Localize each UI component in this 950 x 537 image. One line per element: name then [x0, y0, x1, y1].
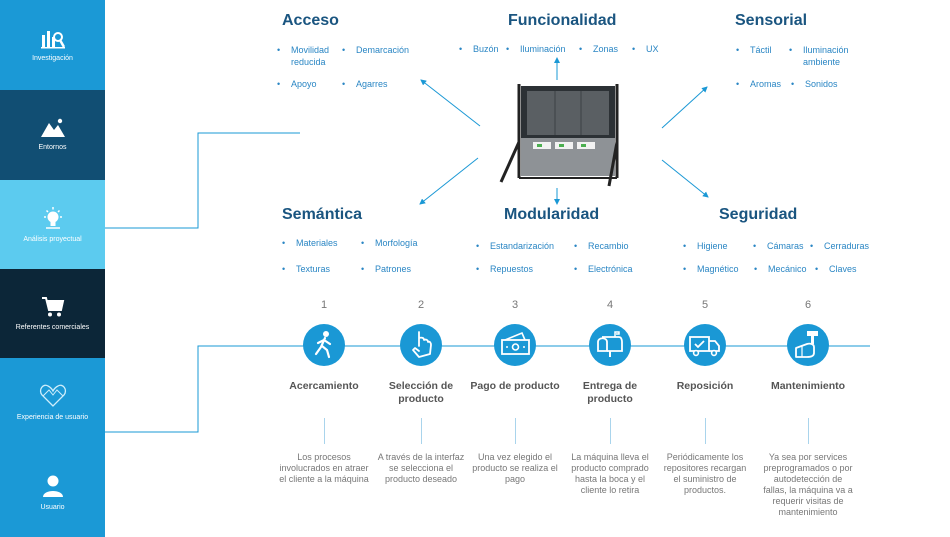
sidebar-item-label: Análisis proyectual — [23, 235, 82, 243]
category-item: Aromas — [736, 78, 781, 90]
step-description: Los procesos involucrados en atraer el c… — [279, 452, 369, 484]
category-item: Zonas — [579, 43, 618, 55]
step-title: Acercamiento — [289, 380, 359, 392]
user-icon — [42, 475, 63, 497]
sidebar-item-usuario[interactable]: Usuario — [0, 448, 105, 537]
sidebar-item-investigacion[interactable]: Investigación — [0, 0, 105, 90]
sidebar: Investigación Entornos Análisis proyectu… — [0, 0, 105, 537]
hammer-hand-icon — [795, 331, 818, 358]
category-item: Buzón — [459, 43, 498, 55]
step-divider — [610, 418, 611, 444]
step-number: 1 — [320, 299, 328, 311]
category-item: Electrónica — [574, 263, 632, 275]
category-item: Patrones — [361, 263, 411, 275]
step-description: Una vez elegido el producto se realiza e… — [472, 452, 558, 484]
category-item: Iluminación ambiente — [789, 44, 848, 68]
step-number: 5 — [701, 299, 709, 311]
heart-icon — [39, 384, 66, 408]
walking-person-icon — [314, 331, 332, 359]
category-item: Recambio — [574, 240, 628, 252]
category-item: Magnético — [683, 263, 738, 275]
step-title: Reposición — [676, 380, 734, 392]
step-number: 4 — [606, 299, 614, 311]
sidebar-item-experiencia[interactable]: Experiencia de usuario — [0, 358, 105, 448]
step-circle — [303, 324, 345, 366]
step-circle — [684, 324, 726, 366]
step-description: A través de la interfaz se selecciona el… — [377, 452, 465, 484]
step-divider — [705, 418, 706, 444]
step-circle — [400, 324, 442, 366]
step-circle — [589, 324, 631, 366]
step-number: 6 — [804, 299, 812, 311]
category-title: Sensorial — [735, 12, 808, 29]
step-circle — [494, 324, 536, 366]
mailbox-icon — [597, 331, 623, 357]
category-title: Acceso — [282, 12, 339, 29]
category-item: Repuestos — [476, 263, 533, 275]
sidebar-item-label: Entornos — [38, 144, 67, 152]
step-description: La máquina lleva el producto comprado ha… — [571, 452, 649, 495]
step-divider — [324, 418, 325, 444]
category-item: Apoyo — [277, 78, 316, 90]
category-title: Semántica — [282, 206, 363, 223]
truck-icon — [689, 336, 720, 357]
step-circle — [787, 324, 829, 366]
category-item: Materiales — [282, 237, 337, 249]
sidebar-item-entornos[interactable]: Entornos — [0, 90, 105, 180]
sidebar-item-label: Referentes comerciales — [15, 323, 90, 331]
category-item: UX — [633, 43, 659, 55]
category-item: Texturas — [282, 263, 330, 275]
category-item: Estandarización — [476, 240, 554, 252]
category-item: Agarres — [342, 78, 387, 90]
vending-machine-illustration — [499, 84, 619, 187]
chart-icon — [40, 31, 65, 49]
pointing-hand-icon — [412, 331, 432, 358]
category-item: Movilidad reducida — [277, 44, 329, 68]
cart-icon — [41, 296, 64, 317]
step-title: Selección de producto — [388, 380, 454, 405]
category-item: Cerraduras — [810, 240, 869, 252]
money-icon — [501, 331, 530, 355]
category-item: Higiene — [683, 240, 727, 252]
category-item: Cámaras — [753, 240, 803, 252]
category-item: Sonidos — [791, 78, 837, 90]
category-title: Modularidad — [504, 206, 600, 223]
category-title: Seguridad — [719, 206, 798, 223]
category-item: Morfología — [361, 237, 417, 249]
category-item: Demarcación — [342, 44, 409, 56]
category-item: Táctil — [736, 44, 771, 56]
category-item: Mecánico — [754, 263, 806, 275]
step-divider — [515, 418, 516, 444]
sidebar-item-referentes[interactable]: Referentes comerciales — [0, 269, 105, 358]
mountain-icon — [40, 118, 65, 138]
sidebar-item-analisis[interactable]: Análisis proyectual — [0, 180, 105, 269]
step-divider — [808, 418, 809, 444]
step-title: Entrega de producto — [582, 380, 638, 405]
lightbulb-icon — [43, 206, 62, 229]
sidebar-item-label: Experiencia de usuario — [16, 414, 89, 422]
sidebar-item-label: Usuario — [40, 503, 65, 511]
category-title: Funcionalidad — [508, 12, 617, 29]
step-description: Periódicamente los repositores recargan … — [663, 452, 747, 495]
sidebar-item-label: Investigación — [32, 55, 73, 63]
step-title: Pago de producto — [470, 380, 560, 392]
step-title: Mantenimiento — [770, 380, 846, 392]
category-item: Iluminación — [506, 43, 565, 55]
step-divider — [421, 418, 422, 444]
step-number: 2 — [417, 299, 425, 311]
step-number: 3 — [511, 299, 519, 311]
category-item: Claves — [815, 263, 856, 275]
step-description: Ya sea por services preprogramados o por… — [763, 452, 853, 517]
